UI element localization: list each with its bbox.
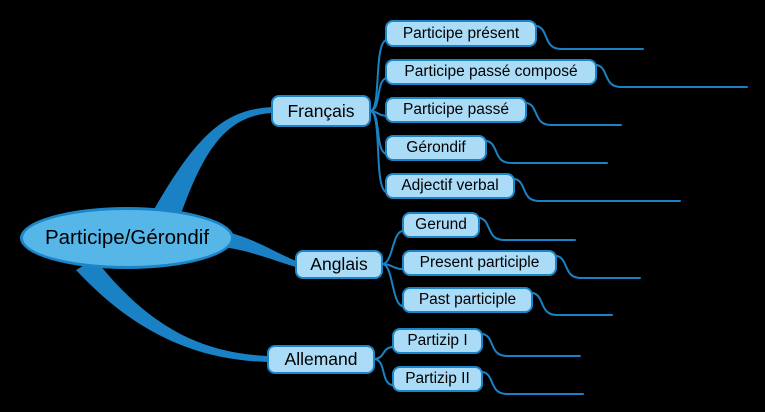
child-node-adjectif-verbal[interactable]: Adjectif verbal bbox=[385, 173, 515, 199]
root-node[interactable]: Participe/Gérondif bbox=[20, 207, 234, 269]
branch-node-anglais-label: Anglais bbox=[310, 254, 368, 274]
connector-francais-participe-passe-compose bbox=[370, 77, 387, 112]
connector-allemand-partizip-2 bbox=[374, 358, 393, 386]
child-node-gerondif-label: Gérondif bbox=[406, 139, 466, 156]
connector-root-francais bbox=[152, 107, 272, 228]
tail-adjectif-verbal bbox=[514, 178, 681, 202]
child-node-partizip-1-label: Partizip I bbox=[407, 332, 468, 349]
branch-node-francais-label: Français bbox=[287, 100, 355, 121]
branch-node-anglais[interactable]: Anglais bbox=[295, 250, 383, 279]
connector-anglais-gerund bbox=[382, 230, 403, 265]
tail-gerund bbox=[479, 217, 576, 241]
tail-present-participle bbox=[556, 255, 641, 279]
tail-partizip-1 bbox=[482, 333, 581, 357]
root-node-label: Participe/Gérondif bbox=[44, 226, 210, 249]
child-node-present-participle-label: Present participle bbox=[419, 254, 540, 271]
tail-gerondif bbox=[486, 140, 608, 164]
branch-node-francais[interactable]: Français bbox=[271, 95, 371, 127]
connector-francais-participe-present bbox=[370, 39, 387, 112]
connector-root-anglais bbox=[222, 231, 296, 267]
child-node-participe-present[interactable]: Participe présent bbox=[385, 20, 537, 47]
connector-anglais-past-participle bbox=[382, 263, 403, 307]
tail-participe-passe-compose bbox=[596, 64, 748, 88]
child-node-past-participle[interactable]: Past participle bbox=[402, 287, 533, 313]
child-node-past-participle-label: Past participle bbox=[418, 291, 517, 308]
connector-root-allemand bbox=[76, 259, 268, 362]
tail-participe-passe bbox=[526, 102, 622, 126]
child-node-partizip-2-label: Partizip II bbox=[405, 370, 470, 387]
tail-past-participle bbox=[532, 292, 613, 316]
child-node-present-participle[interactable]: Present participle bbox=[402, 250, 557, 276]
tail-participe-present bbox=[536, 25, 644, 50]
connector-allemand-partizip-1 bbox=[374, 346, 393, 360]
tail-partizip-2 bbox=[482, 371, 584, 395]
child-node-participe-passe-label: Participe passé bbox=[403, 101, 509, 118]
child-node-participe-passe-compose[interactable]: Participe passé composé bbox=[385, 59, 597, 85]
connector-francais-adjectif-verbal bbox=[370, 110, 387, 193]
branch-node-allemand-label: Allemand bbox=[284, 349, 358, 369]
child-node-gerund-label: Gerund bbox=[415, 216, 467, 233]
child-node-participe-present-label: Participe présent bbox=[402, 24, 520, 42]
child-node-gerondif[interactable]: Gérondif bbox=[385, 135, 487, 161]
child-node-gerund[interactable]: Gerund bbox=[402, 212, 480, 238]
child-node-adjectif-verbal-label: Adjectif verbal bbox=[401, 177, 499, 194]
child-node-participe-passe[interactable]: Participe passé bbox=[385, 97, 527, 123]
child-node-partizip-1[interactable]: Partizip I bbox=[392, 328, 483, 354]
branch-node-allemand[interactable]: Allemand bbox=[267, 345, 375, 374]
child-node-partizip-2[interactable]: Partizip II bbox=[392, 366, 483, 392]
child-node-participe-passe-compose-label: Participe passé composé bbox=[404, 63, 578, 80]
